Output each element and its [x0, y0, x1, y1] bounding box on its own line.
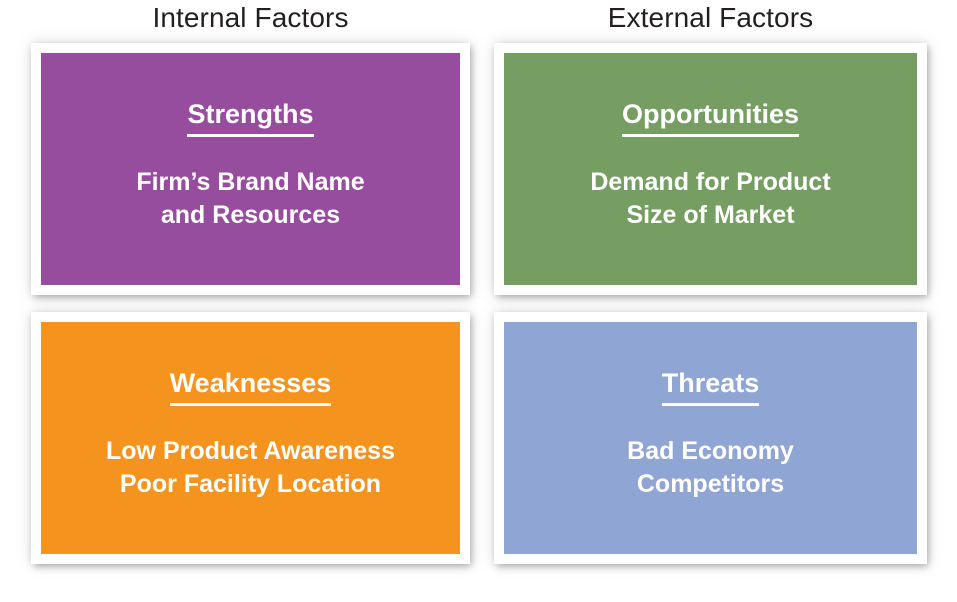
quadrant-body-line: Size of Market — [626, 201, 795, 229]
quadrant-body-line: Bad Economy — [627, 437, 794, 465]
quadrant-body-line: Poor Facility Location — [119, 470, 382, 498]
quadrant-fill-strengths: Strengths Firm’s Brand Name and Resource… — [41, 53, 460, 285]
quadrant-body-line: and Resources — [160, 201, 341, 229]
quadrant-card-threats: Threats Bad Economy Competitors — [495, 313, 926, 563]
quadrant-title-threats: Threats — [661, 368, 760, 406]
quadrant-body-threats: Bad Economy Competitors — [627, 435, 794, 501]
quadrant-title-strengths: Strengths — [187, 99, 314, 137]
quadrant-body-strengths: Firm’s Brand Name and Resources — [136, 166, 364, 232]
column-header-internal-factors: Internal Factors — [152, 2, 349, 33]
quadrant-fill-opportunities: Opportunities Demand for Product Size of… — [504, 53, 917, 285]
quadrant-title-opportunities: Opportunities — [622, 99, 799, 137]
quadrant-card-opportunities: Opportunities Demand for Product Size of… — [495, 44, 926, 294]
quadrant-body-weaknesses: Low Product Awareness Poor Facility Loca… — [106, 435, 395, 501]
quadrant-body-line: Low Product Awareness — [106, 437, 395, 465]
quadrant-card-weaknesses: Weaknesses Low Product Awareness Poor Fa… — [32, 313, 469, 563]
quadrant-body-line: Firm’s Brand Name — [136, 168, 365, 196]
quadrant-title-weaknesses: Weaknesses — [169, 368, 332, 406]
quadrant-body-opportunities: Demand for Product Size of Market — [590, 166, 830, 232]
column-header-external-factors: External Factors — [607, 2, 814, 33]
quadrant-fill-weaknesses: Weaknesses Low Product Awareness Poor Fa… — [41, 322, 460, 554]
quadrant-card-strengths: Strengths Firm’s Brand Name and Resource… — [32, 44, 469, 294]
quadrant-body-line: Demand for Product — [590, 168, 831, 196]
quadrant-body-line: Competitors — [636, 470, 785, 498]
quadrant-fill-threats: Threats Bad Economy Competitors — [504, 322, 917, 554]
